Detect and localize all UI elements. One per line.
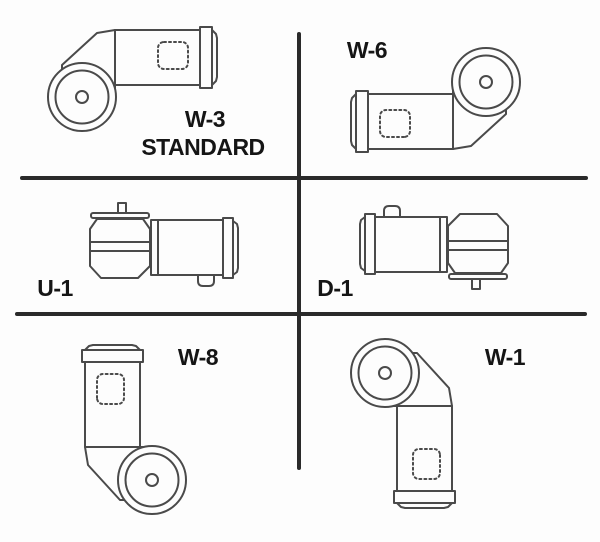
panel-w8: W-8 (0, 316, 298, 542)
gearmotor-drawing-u1 (89, 202, 239, 287)
panel-w6: W-6 (301, 0, 600, 176)
gearmotor-drawing-d1 (359, 205, 509, 290)
panel-d1: D-1 (301, 180, 600, 312)
position-label-w3: W-3 (184, 106, 226, 132)
panel-w3-standard: W-3 STANDARD (0, 0, 298, 176)
position-sublabel-standard: STANDARD (141, 134, 265, 160)
divider-horizontal-top (20, 176, 588, 180)
gearmotor-drawing-w1 (350, 338, 456, 509)
panel-w1: W-1 (301, 316, 600, 542)
position-label-u1: U-1 (37, 275, 73, 301)
divider-horizontal-bottom (15, 312, 587, 316)
position-label-w6: W-6 (346, 37, 388, 63)
gearmotor-drawing-w8 (81, 344, 187, 515)
position-label-w1: W-1 (484, 344, 526, 370)
divider-vertical (297, 32, 301, 470)
position-label-w8: W-8 (177, 344, 219, 370)
position-label-d1: D-1 (317, 275, 353, 301)
panel-u1: U-1 (0, 180, 298, 312)
